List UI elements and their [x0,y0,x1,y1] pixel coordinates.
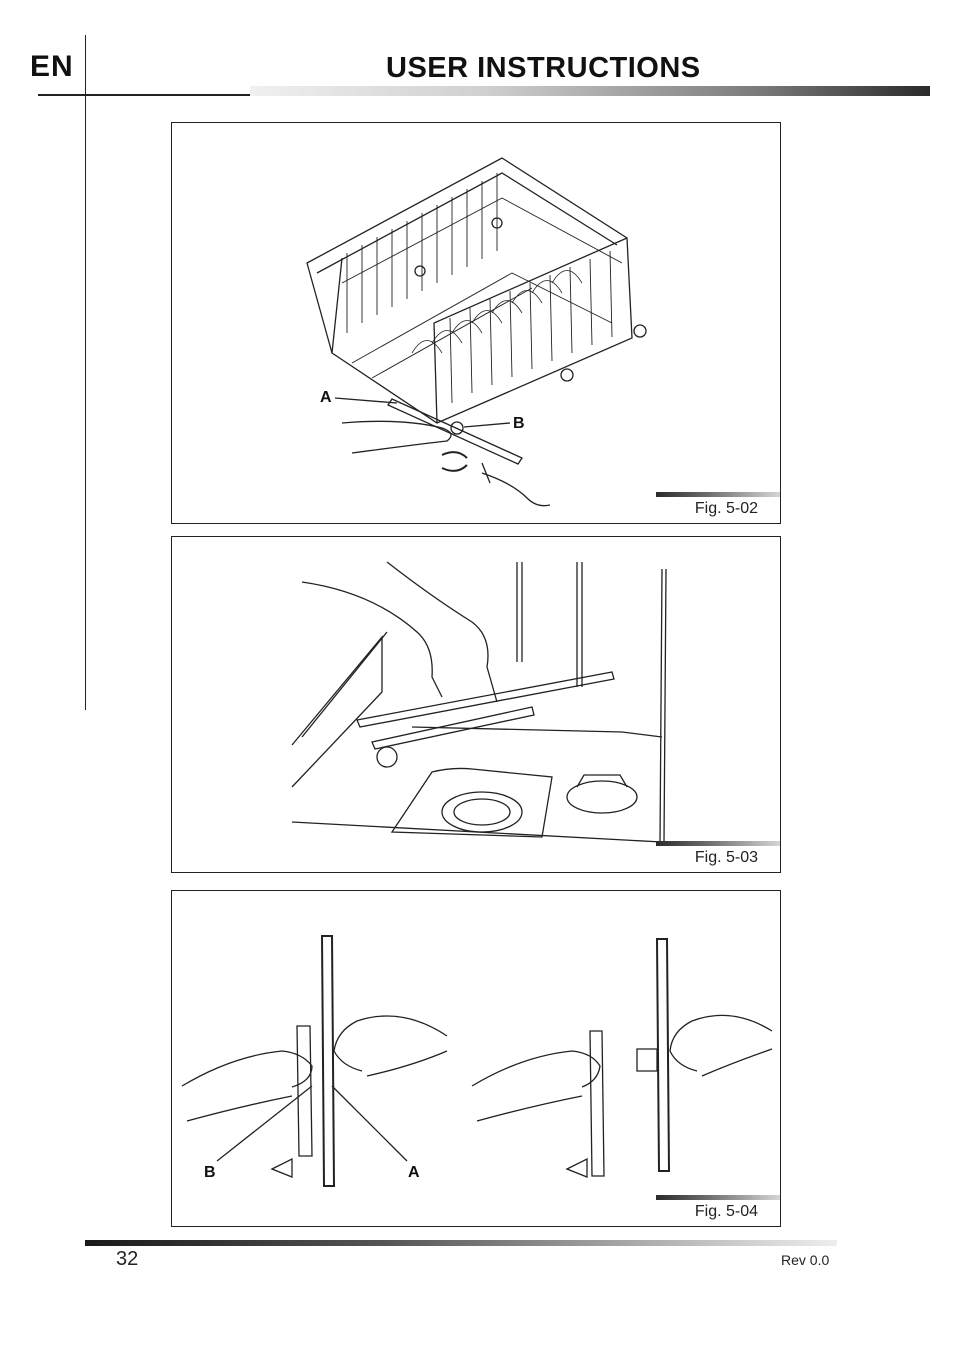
figure-caption: Fig. 5-02 [694,500,758,517]
caption-bar [656,492,780,497]
figure-caption: Fig. 5-03 [694,849,758,866]
footer-bar [85,1240,837,1246]
figure-5-03: Fig. 5-03 [171,536,781,873]
revision-label: Rev 0.0 [781,1252,830,1268]
label-a: A [408,1164,420,1181]
page-number: 32 [116,1248,139,1270]
page-title: USER INSTRUCTIONS [386,52,701,84]
label-b: B [204,1164,216,1181]
label-a: A [320,389,332,406]
label-b: B [513,415,525,432]
figure-5-02: A B Fig. 5-02 [171,122,781,524]
margin-rule [85,35,86,710]
caption-bar [656,841,780,846]
figure-5-04: B A Fig. 5-04 [171,890,781,1227]
lower-spray-arm-illustration [291,561,667,843]
figure-caption: Fig. 5-04 [694,1203,758,1220]
caption-bar [656,1195,780,1200]
title-gradient-bar [250,86,930,96]
basket-spray-arm-illustration: A B [306,157,647,507]
spray-arm-cleaning-illustration: B A [181,935,773,1187]
header-rule [38,94,250,96]
language-code: EN [30,50,74,83]
